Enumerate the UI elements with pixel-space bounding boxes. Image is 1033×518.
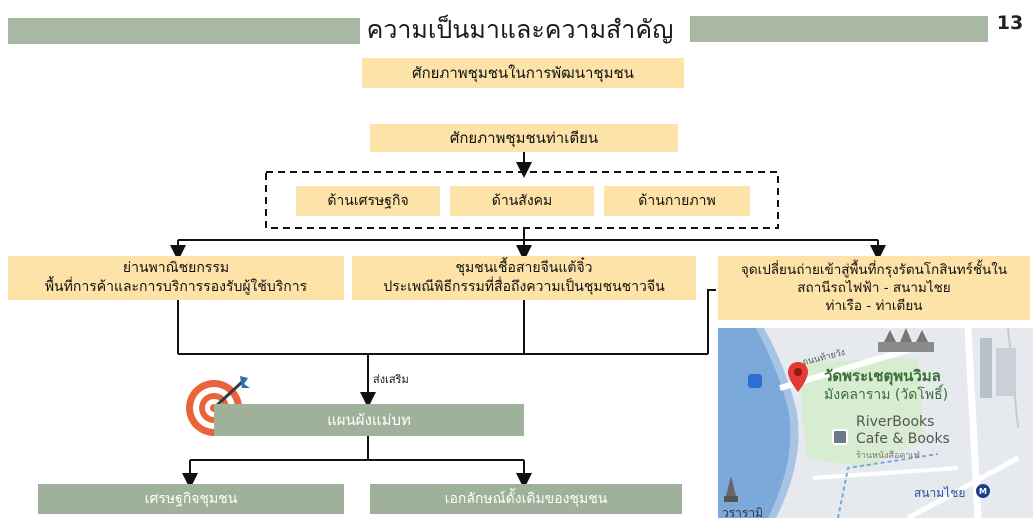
cafe-marker-icon[interactable]	[832, 429, 848, 445]
root-box: ศักยภาพชุมชนท่าเตียน	[370, 124, 678, 152]
aspect-physical: ด้านกายภาพ	[604, 186, 750, 216]
branch-commercial: ย่านพาณิชยกรรม พื้นที่การค้าและการบริการ…	[8, 256, 344, 300]
branch-transit-hub: จุดเปลี่ยนถ่ายเข้าสู่พื้นที่กรุงรัตนโกสิ…	[718, 256, 1030, 320]
branch-commercial-line1: ย่านพาณิชยกรรม	[122, 260, 230, 277]
branch-transit-line1: จุดเปลี่ยนถ่ายเข้าสู่พื้นที่กรุงรัตนโกสิ…	[740, 261, 1008, 278]
pagoda-icon	[724, 476, 738, 502]
aspect-social: ด้านสังคม	[450, 186, 594, 216]
map-pin-icon[interactable]	[788, 362, 808, 392]
transit-marker-icon[interactable]	[748, 374, 762, 388]
aspects-dashed-frame	[265, 171, 779, 229]
temple-label-2: มังคลาราม (วัดโพธิ์)	[824, 387, 949, 403]
map-bottom-text: วรารามิ	[722, 506, 764, 518]
aspect-economic: ด้านเศรษฐกิจ	[296, 186, 440, 216]
cafe-sublabel: ร้านหนังสือคาเฟ่	[856, 451, 920, 461]
metro-icon[interactable]: M	[976, 484, 990, 498]
branch-transit-line3: ท่าเรือ - ท่าเตียน	[825, 298, 923, 315]
header-bar-right	[690, 16, 988, 42]
master-plan-box: แผนผังแม่บท	[214, 404, 524, 436]
temple-label-1: วัดพระเชตุพนวิมล	[824, 367, 941, 385]
outcome-economy: เศรษฐกิจชุมชน	[38, 484, 344, 514]
cafe-label-2: Cafe & Books	[856, 431, 950, 447]
cafe-label-1: RiverBooks	[856, 414, 935, 430]
page-title: ความเป็นมาและความสำคัญ	[366, 15, 674, 44]
page-number: 13	[996, 12, 1024, 34]
branch-chinese-line1: ชุมชนเชื้อสายจีนแต้จิ๋ว	[455, 260, 593, 277]
location-map[interactable]: ถนนท้ายวัง วัดพระเชตุพนวิมล มังคลาราม (ว…	[718, 328, 1033, 518]
station-label: สนามไชย	[914, 486, 966, 500]
promote-label: ส่งเสริม	[373, 373, 409, 386]
branch-chinese-line2: ประเพณีพิธีกรรมที่สื่อถึงความเป็นชุมชนชา…	[383, 279, 665, 295]
branch-chinese-community: ชุมชนเชื้อสายจีนแต้จิ๋ว ประเพณีพิธีกรรมท…	[352, 256, 696, 300]
branch-commercial-line2: พื้นที่การค้าและการบริการรองรับผู้ใช้บริ…	[44, 279, 308, 295]
subtitle-box: ศักยภาพชุมชนในการพัฒนาชุมชน	[362, 58, 684, 88]
branch-transit-line2: สถานีรถไฟฟ้า - สนามไชย	[797, 279, 951, 296]
header-bar-left	[8, 18, 360, 44]
outcome-identity: เอกลักษณ์ดั้งเดิมของชุมชน	[370, 484, 682, 514]
connector-merge-3	[707, 289, 716, 354]
